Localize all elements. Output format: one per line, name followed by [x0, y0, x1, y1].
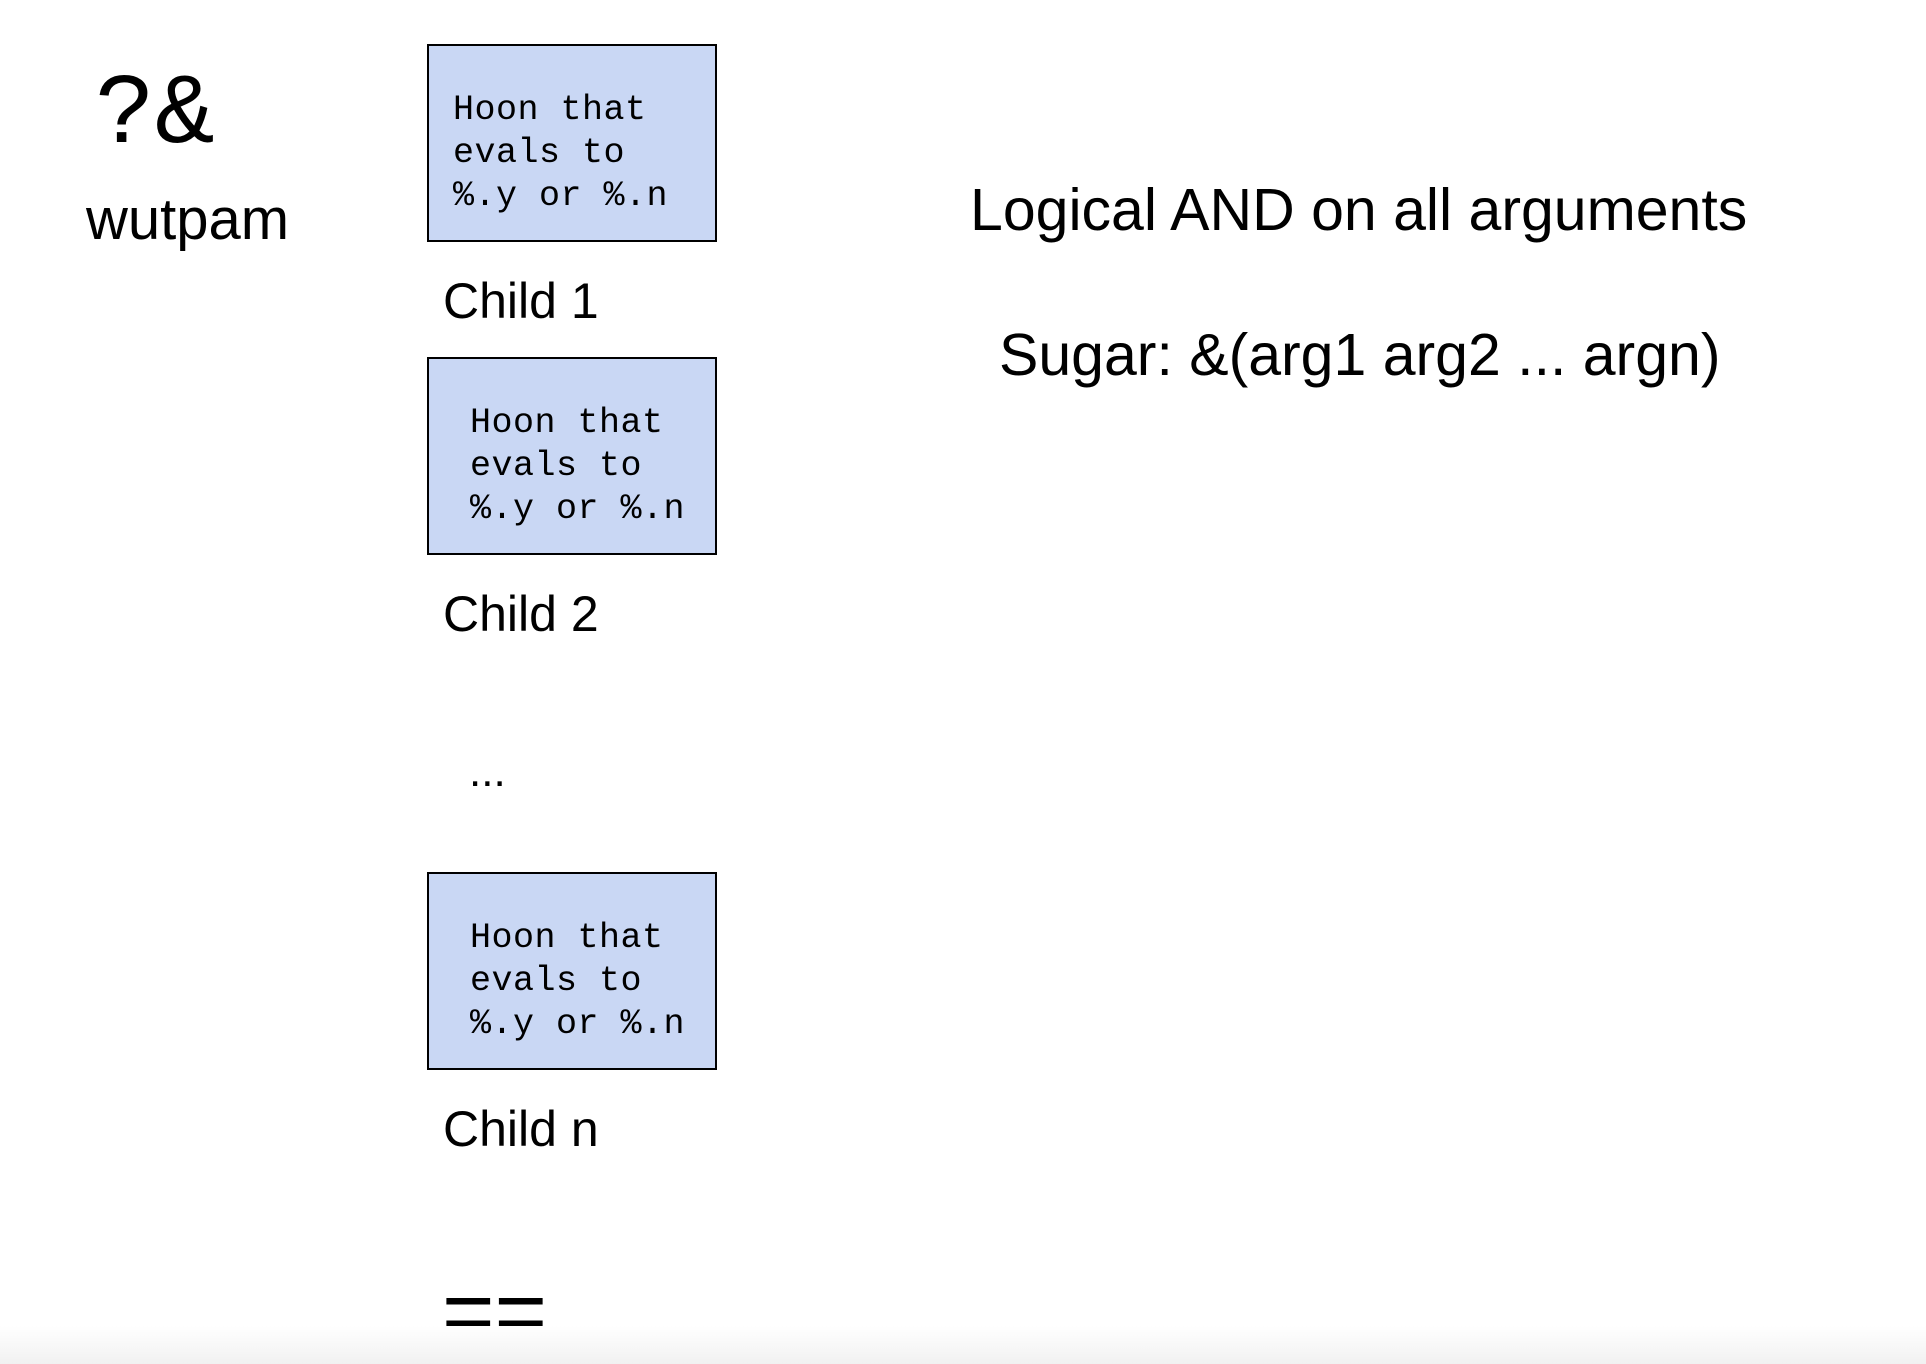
- ellipsis: ...: [469, 747, 506, 796]
- code-line: Hoon that: [470, 403, 664, 443]
- rune-name: wutpam: [86, 187, 290, 252]
- bottom-bar: [0, 1326, 1926, 1364]
- child-box-1: Hoon that evals to %.y or %.n: [427, 44, 717, 242]
- rune-glyph: ?&: [95, 60, 216, 173]
- code-line: %.y or %.n: [453, 176, 669, 216]
- code-line: evals to: [470, 446, 643, 486]
- child-box-2: Hoon that evals to %.y or %.n: [427, 357, 717, 555]
- description-summary: Logical AND on all arguments: [970, 177, 1748, 243]
- child-box-n: Hoon that evals to %.y or %.n: [427, 872, 717, 1070]
- code-line: Hoon that: [470, 918, 664, 958]
- code-line: evals to: [470, 961, 643, 1001]
- child-code: Hoon that evals to %.y or %.n: [470, 917, 685, 1046]
- child-code: Hoon that evals to %.y or %.n: [470, 402, 685, 531]
- code-line: %.y or %.n: [470, 489, 686, 529]
- code-line: evals to: [453, 133, 626, 173]
- code-line: Hoon that: [453, 90, 647, 130]
- child-label-2: Child 2: [443, 586, 599, 642]
- child-label-n: Child n: [443, 1101, 599, 1157]
- code-line: %.y or %.n: [470, 1004, 686, 1044]
- description-sugar: Sugar: &(arg1 arg2 ... argn): [999, 322, 1721, 388]
- child-label-1: Child 1: [443, 273, 599, 329]
- child-code: Hoon that evals to %.y or %.n: [453, 89, 668, 218]
